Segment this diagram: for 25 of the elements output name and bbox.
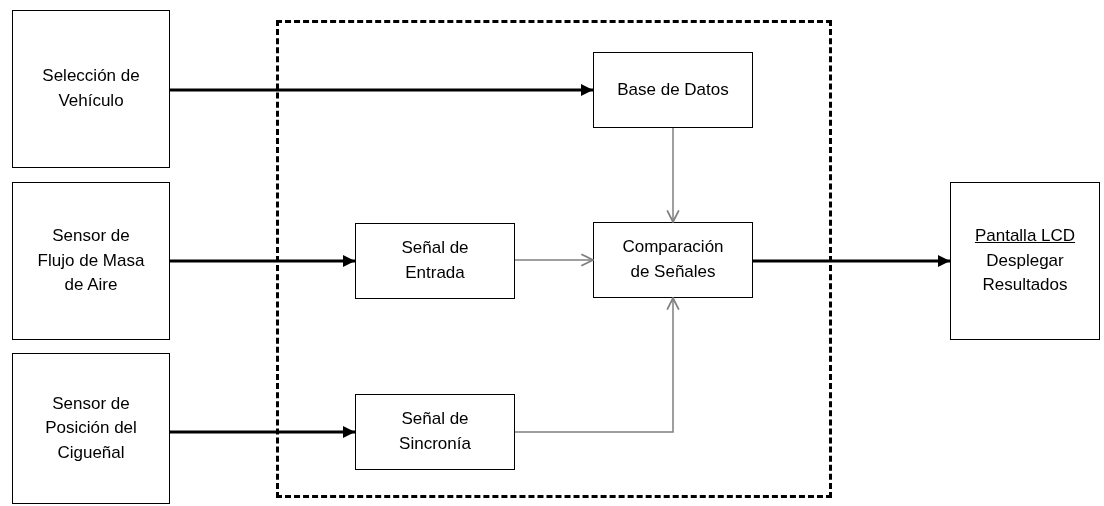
arrow <box>753 255 950 267</box>
arrow <box>170 426 355 438</box>
arrow <box>514 253 594 267</box>
box-heading: Pantalla LCD <box>973 225 1077 248</box>
box-label: Señal de Sincronía <box>398 408 472 455</box>
box-label: Sensor de Posición del Cigueñal <box>44 392 138 464</box>
process-box <box>355 394 515 470</box>
process-box <box>12 10 170 168</box>
process-box <box>12 353 170 504</box>
box-label: Base de Datos <box>616 78 730 101</box>
process-box <box>593 52 753 128</box>
box-label: Desplegar Resultados <box>981 249 1069 297</box>
arrow <box>170 255 355 267</box>
arrow <box>170 84 593 96</box>
box-label: Comparación de Señales <box>621 236 725 283</box>
box-label: Selección de Vehículo <box>41 65 141 112</box>
arrow <box>666 127 680 223</box>
arrow <box>514 297 680 433</box>
box-label: Sensor de Flujo de Masa de Aire <box>36 225 146 297</box>
process-box <box>950 182 1100 340</box>
dashed-group-border <box>276 20 832 498</box>
box-label: Señal de Entrada <box>400 237 470 284</box>
process-box <box>12 182 170 340</box>
process-box <box>593 222 753 298</box>
process-box <box>355 223 515 299</box>
